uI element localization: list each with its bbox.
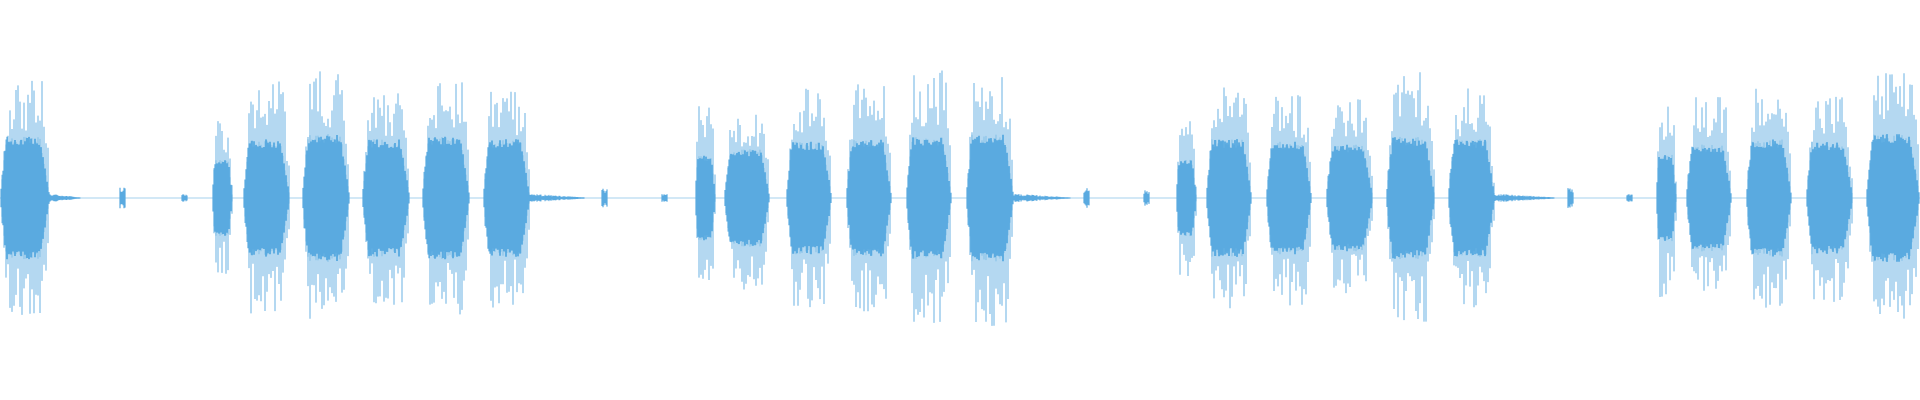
burst-click xyxy=(601,188,608,208)
waveform-burst-tone xyxy=(0,80,50,315)
burst-click xyxy=(119,187,126,209)
waveform-burst-tone xyxy=(906,70,952,323)
burst-click xyxy=(661,194,668,202)
waveform-burst-tone xyxy=(1386,72,1435,322)
waveform-burst-tail xyxy=(1493,194,1555,202)
burst-peaks xyxy=(1747,88,1791,308)
waveform-burst-tail xyxy=(529,194,585,202)
waveform-burst-click xyxy=(1143,190,1150,206)
waveform-burst-tone xyxy=(1806,96,1853,302)
waveform-burst-tone xyxy=(1866,73,1920,319)
waveform-burst-tone xyxy=(243,81,290,314)
waveform-burst-tone xyxy=(846,84,892,312)
burst-peaks xyxy=(907,70,951,323)
waveform-burst-onset xyxy=(1176,121,1197,276)
burst-tail xyxy=(49,194,81,202)
burst-peaks xyxy=(484,91,530,308)
burst-peaks xyxy=(696,106,716,280)
waveform-burst-tone xyxy=(422,82,470,315)
burst-peaks xyxy=(363,93,409,305)
burst-peaks xyxy=(967,77,1013,326)
burst-peaks xyxy=(1867,73,1919,319)
burst-peaks xyxy=(1449,88,1495,308)
waveform-burst-click xyxy=(1083,188,1090,208)
waveform-burst-onset xyxy=(1656,106,1677,297)
waveform-burst-click xyxy=(119,187,126,209)
burst-body xyxy=(483,139,530,257)
burst-peaks xyxy=(1687,97,1731,291)
waveform-burst-onset xyxy=(212,121,233,274)
waveform-burst-tone xyxy=(1686,97,1732,291)
burst-click xyxy=(1083,188,1090,208)
burst-peaks xyxy=(303,71,349,319)
waveform-burst-tone xyxy=(302,71,350,319)
burst-click xyxy=(1143,190,1150,206)
burst-tail xyxy=(1493,194,1555,202)
waveform-burst-tone xyxy=(1326,99,1373,294)
burst-click xyxy=(1567,188,1574,208)
burst-body xyxy=(1806,141,1853,255)
burst-tail xyxy=(1013,194,1071,202)
waveform-burst-tail xyxy=(1013,194,1071,202)
burst-peaks xyxy=(1327,99,1373,294)
waveform-burst-onset xyxy=(695,106,716,280)
waveform-burst-tone xyxy=(1266,95,1312,306)
waveform-burst-click xyxy=(601,188,608,208)
waveform-burst-click xyxy=(1626,194,1633,202)
burst-peaks xyxy=(1387,72,1435,322)
waveform-burst-tone xyxy=(786,88,832,308)
burst-peaks xyxy=(847,84,891,312)
waveform-burst-click xyxy=(1567,188,1574,208)
burst-click xyxy=(181,194,188,202)
waveform-burst-tone xyxy=(362,93,410,305)
waveform-burst-tail xyxy=(49,194,81,202)
burst-peaks xyxy=(1207,87,1251,309)
waveform-burst-click xyxy=(661,194,668,202)
burst-click xyxy=(1626,194,1633,202)
waveform-bursts xyxy=(0,70,1920,326)
burst-body xyxy=(1326,144,1373,252)
burst-peaks xyxy=(1657,106,1677,297)
burst-body xyxy=(1448,139,1495,257)
burst-peaks xyxy=(423,82,469,315)
waveform-burst-click xyxy=(181,194,188,202)
burst-peaks xyxy=(1807,96,1853,302)
waveform-burst-tone xyxy=(1746,88,1792,308)
burst-peaks xyxy=(725,114,769,290)
burst-tail xyxy=(529,194,585,202)
waveform-burst-tone xyxy=(1448,88,1495,308)
waveform-burst-tone xyxy=(966,77,1014,326)
burst-peaks xyxy=(1,80,49,315)
waveform-burst-tone xyxy=(1206,87,1252,309)
waveform-burst-tone xyxy=(724,114,770,290)
burst-peaks xyxy=(244,81,290,314)
waveform-burst-tone xyxy=(483,91,530,308)
burst-peaks xyxy=(1267,95,1311,306)
burst-body xyxy=(243,139,290,257)
burst-peaks xyxy=(213,121,233,274)
burst-peaks xyxy=(1177,121,1197,276)
burst-peaks xyxy=(787,88,831,308)
